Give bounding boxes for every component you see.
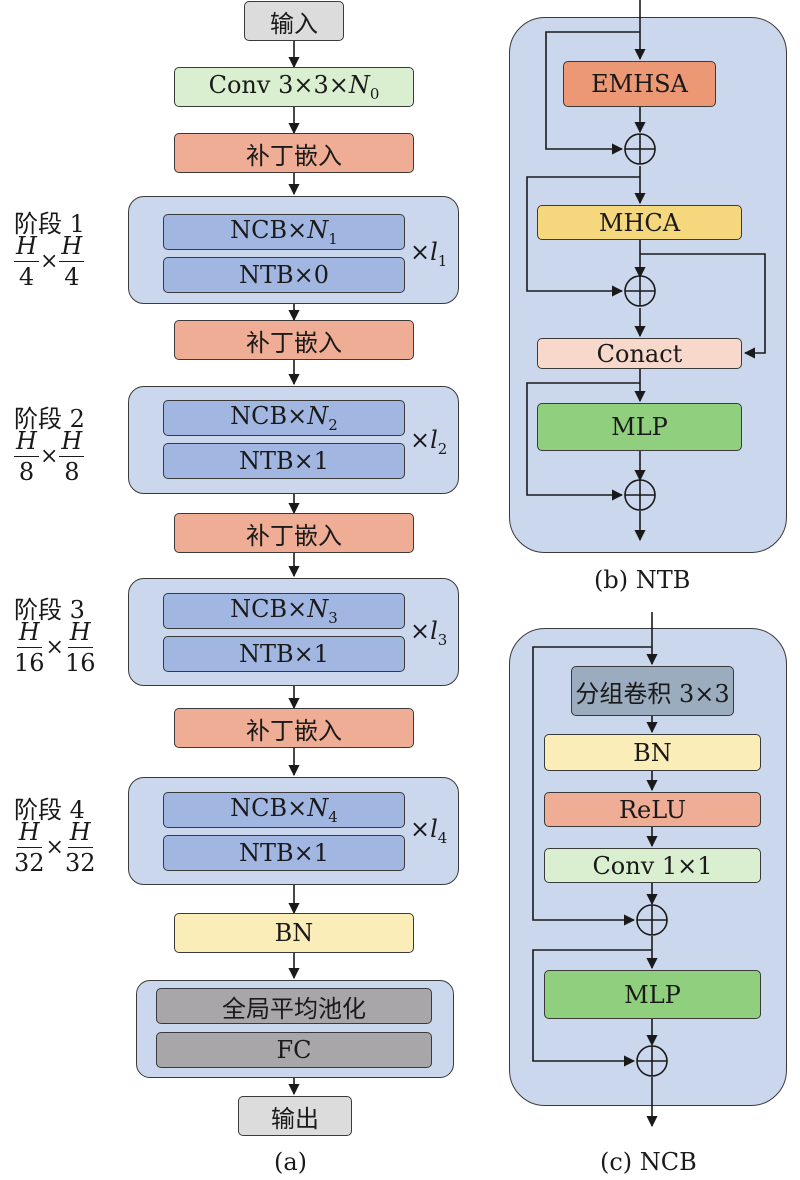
patch-embed-box-2: 补丁嵌入	[174, 320, 414, 360]
patch-embed-label: 补丁嵌入	[246, 141, 342, 170]
conv1x1-box: Conv 1×1	[544, 848, 761, 883]
bn-box-c: BN	[544, 734, 761, 771]
stage-3-name: 阶段 3	[14, 596, 85, 624]
stage-4-repeat: ×l4	[410, 815, 448, 847]
emhsa-box: EMHSA	[563, 61, 716, 107]
stage-1-ncb-box: NCB×N1	[163, 214, 405, 250]
stage-2-ncb-box: NCB×N2	[163, 400, 405, 436]
patch-embed-box-3: 补丁嵌入	[174, 513, 414, 553]
patch-embed-box-1: 补丁嵌入	[174, 133, 414, 173]
stage-1-ntb-box: NTB×0	[163, 257, 405, 293]
stage-3-ntb-box: NTB×1	[163, 636, 405, 672]
caption-c: (c) NCB	[600, 1148, 697, 1176]
global-avg-pool-box: 全局平均池化	[156, 988, 432, 1024]
conv-stem-label: Conv 3×3×N0	[208, 71, 380, 103]
output-box: 输出	[238, 1096, 352, 1136]
caption-a: (a)	[274, 1148, 308, 1176]
stage-1-repeat: ×l1	[410, 238, 448, 270]
relu-box: ReLU	[544, 792, 761, 827]
stage-3-ncb-box: NCB×N3	[163, 593, 405, 629]
stage-4-ntb-box: NTB×1	[163, 835, 405, 871]
conv-stem-box: Conv 3×3×N0	[174, 67, 414, 107]
bn-box-a: BN	[174, 913, 414, 953]
stage-3-repeat: ×l3	[410, 617, 448, 649]
patch-embed-box-4: 补丁嵌入	[174, 708, 414, 748]
stage-1-name: 阶段 1	[14, 210, 85, 238]
add-nodes	[624, 133, 668, 1077]
stage-2-name: 阶段 2	[14, 405, 85, 433]
fc-box: FC	[156, 1032, 432, 1068]
input-box: 输入	[244, 1, 344, 41]
mlp-box-ncb: MLP	[544, 970, 761, 1019]
mlp-box-ntb: MLP	[537, 403, 742, 451]
input-label: 输入	[270, 9, 318, 38]
concat-box: Conact	[537, 338, 742, 369]
mhca-box: MHCA	[537, 205, 742, 240]
stage-4-ncb-box: NCB×N4	[163, 792, 405, 828]
caption-b: (b) NTB	[594, 566, 691, 594]
group-conv-box: 分组卷积 3×3	[571, 666, 734, 716]
stage-2-ntb-box: NTB×1	[163, 443, 405, 479]
stage-2-repeat: ×l2	[410, 426, 448, 458]
stage-4-name: 阶段 4	[14, 796, 85, 824]
